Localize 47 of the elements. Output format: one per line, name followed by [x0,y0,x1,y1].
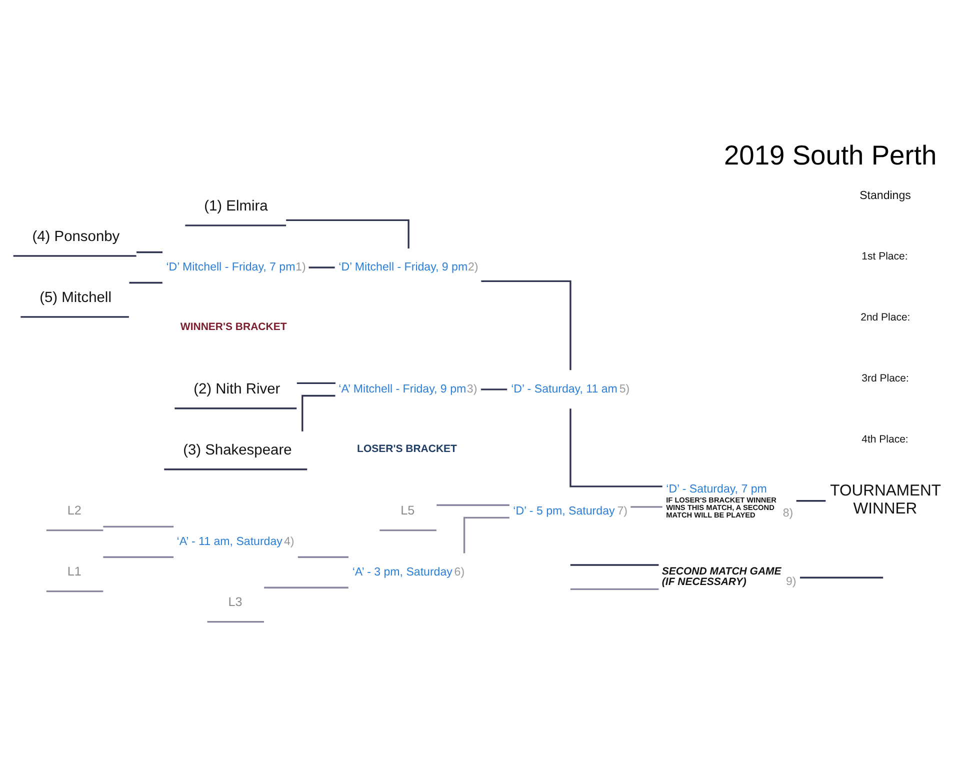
connector [264,586,348,588]
node-text: ‘D’ - 5 pm, Saturday 7) [512,504,628,517]
node-text: (1) Elmira [204,198,268,214]
connector [102,525,174,527]
node-text: (5) Mitchell [39,289,111,306]
node-text: SECOND MATCH GAME (IF NECESSARY) 9) [661,564,796,588]
node-text: (3) Shakespeare [182,442,292,458]
connector [436,504,509,506]
connector [297,556,348,558]
diagram-title: 2019 South Perth [723,138,936,170]
label: 4th Place: [861,433,908,446]
label: 3rd Place: [861,372,908,384]
connector [799,576,883,578]
connector [301,394,335,431]
connector [296,382,335,384]
connector [480,388,507,390]
node-text: L2 [66,503,81,518]
label: Standings [859,189,910,202]
connector [570,564,658,566]
connector [480,280,571,370]
label: 2nd Place: [860,311,910,324]
node-text: (2) Nith River [193,380,280,397]
node-text: ‘D’ Mitchell - Friday, 9 pm2) [338,260,478,273]
connector [136,250,162,253]
node-text: ‘D’ - Saturday, 7 pm IF LOSER'S BRACKET WINNER WINS THIS MATCH, A SECOND MATCH WILL BE PLAYED 8) [666,482,793,519]
node-text: TOURNAMENT WINNER [830,482,940,518]
connector [102,556,174,558]
node-text: L1 [66,564,81,578]
node-text: (4) Ponsonby [32,228,120,244]
label: LOSER'S BRACKET [356,442,456,455]
label: 1st Place: [861,250,908,262]
connector [796,500,826,502]
connector [462,516,509,553]
connector [630,506,662,508]
node-text: ‘A’ - 3 pm, Saturday 6) [352,566,464,578]
node-text: ‘D’ - Saturday, 11 am 5) [510,382,630,395]
connector [569,408,662,487]
connector [308,266,334,268]
node-text: L3 [228,594,242,609]
connector [286,218,409,248]
connector [128,281,162,284]
node-text: ‘D’ Mitchell - Friday, 7 pm1) [166,260,306,273]
node-text: ‘A’ - 11 am, Saturday4) [176,535,294,548]
node-text: ‘A’ Mitchell - Friday, 9 pm3) [338,382,477,395]
connector [570,588,658,590]
node-text: L5 [400,503,414,518]
label: WINNER'S BRACKET [180,320,286,333]
